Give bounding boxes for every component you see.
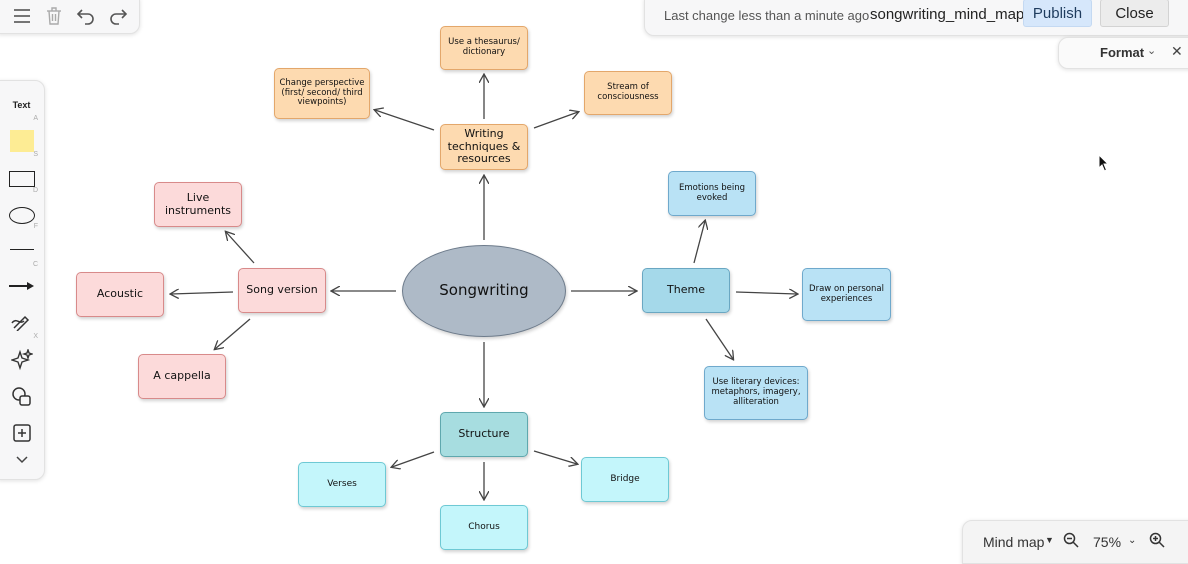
format-panel-header: Format ⌄ ✕ (1058, 37, 1188, 69)
redo-icon[interactable] (107, 5, 129, 27)
connector (533, 112, 578, 129)
verses-node[interactable]: Verses (298, 462, 386, 507)
rectangle-shortcut: D (32, 187, 38, 194)
acoustic-node[interactable]: Acoustic (76, 272, 164, 317)
top-toolbar (0, 0, 140, 34)
change-perspective-node[interactable]: Change perspective (first/ second/ third… (274, 68, 370, 119)
connector (375, 110, 435, 131)
structure-node[interactable]: Structure (440, 412, 528, 457)
sticky-note-tool[interactable] (0, 130, 44, 152)
ellipse-shortcut: F (33, 223, 38, 230)
pen-tool[interactable] (0, 313, 44, 331)
zoom-bar: Mind map ▼ 75% ⌄ (962, 520, 1188, 564)
connector (392, 451, 435, 467)
rectangle-icon (8, 171, 35, 187)
insert-tool[interactable] (0, 423, 44, 443)
mind-map-center-node[interactable]: Songwriting (402, 245, 566, 337)
sticky-note-icon (9, 130, 34, 152)
stream-of-consciousness-node[interactable]: Stream of consciousness (584, 71, 672, 115)
caret-down-icon[interactable]: ▼ (1045, 535, 1054, 545)
menu-icon[interactable] (11, 5, 33, 27)
chevron-down-icon[interactable]: ⌄ (1147, 45, 1157, 57)
close-button[interactable]: Close (1100, 0, 1169, 27)
connector (735, 292, 797, 294)
a-cappella-node[interactable]: A cappella (138, 354, 226, 399)
writing-techniques-node[interactable]: Writing techniques & resources (440, 124, 528, 170)
arrow-tool[interactable] (0, 281, 44, 291)
mouse-cursor-icon (1098, 154, 1110, 172)
connector (226, 232, 255, 264)
arrow-icon (8, 282, 34, 290)
shape-toolbox: Text A S D F C X (0, 80, 45, 480)
plus-square-icon (12, 424, 31, 442)
text-tool[interactable]: Text (12, 100, 31, 110)
shapes-icon (11, 387, 31, 406)
song-version-node[interactable]: Song version (238, 268, 326, 313)
publish-button[interactable]: Publish (1023, 0, 1092, 27)
text-shortcut: A (33, 115, 38, 122)
bridge-node[interactable]: Bridge (581, 457, 669, 502)
rectangle-tool[interactable] (0, 171, 44, 187)
line-tool[interactable] (0, 249, 44, 250)
pen-shortcut: X (33, 333, 38, 340)
document-title[interactable]: songwriting_mind_map (870, 6, 1025, 23)
sticky-shortcut: S (33, 151, 38, 158)
document-header: Last change less than a minute ago songw… (644, 0, 1188, 36)
thesaurus-node[interactable]: Use a thesaurus/ dictionary (440, 26, 528, 70)
line-shortcut: C (32, 261, 38, 268)
ellipse-tool[interactable] (0, 207, 44, 224)
live-instruments-node[interactable]: Live instruments (154, 182, 242, 227)
zoom-level[interactable]: 75% (1093, 534, 1122, 550)
last-change-status: Last change less than a minute ago (664, 8, 870, 23)
format-toggle[interactable]: Format (1100, 45, 1145, 60)
emotions-evoked-node[interactable]: Emotions being evoked (668, 171, 756, 216)
trash-icon[interactable] (43, 5, 65, 27)
connector (693, 221, 705, 264)
ai-generate-tool[interactable] (0, 349, 44, 371)
connector (533, 450, 577, 464)
line-icon (9, 249, 34, 250)
connector (215, 318, 251, 349)
theme-node[interactable]: Theme (642, 268, 730, 313)
undo-icon[interactable] (75, 5, 97, 27)
close-icon[interactable]: ✕ (1171, 43, 1183, 59)
sparkle-icon (10, 349, 33, 371)
zoom-in-icon[interactable] (1149, 532, 1165, 548)
chevron-down-icon (15, 456, 28, 464)
ellipse-icon (8, 207, 35, 224)
diagram-type-selector[interactable]: Mind map (983, 534, 1045, 550)
zoom-out-icon[interactable] (1063, 532, 1079, 548)
literary-devices-node[interactable]: Use literary devices: metaphors, imagery… (704, 366, 808, 420)
more-tools[interactable] (0, 455, 44, 465)
pen-icon (10, 315, 29, 331)
shapes-tool[interactable] (0, 386, 44, 408)
personal-experiences-node[interactable]: Draw on personal experiences (802, 268, 891, 321)
connector (171, 292, 234, 294)
chorus-node[interactable]: Chorus (440, 505, 528, 550)
chevron-down-icon[interactable]: ⌄ (1128, 535, 1137, 546)
connector (705, 318, 733, 359)
